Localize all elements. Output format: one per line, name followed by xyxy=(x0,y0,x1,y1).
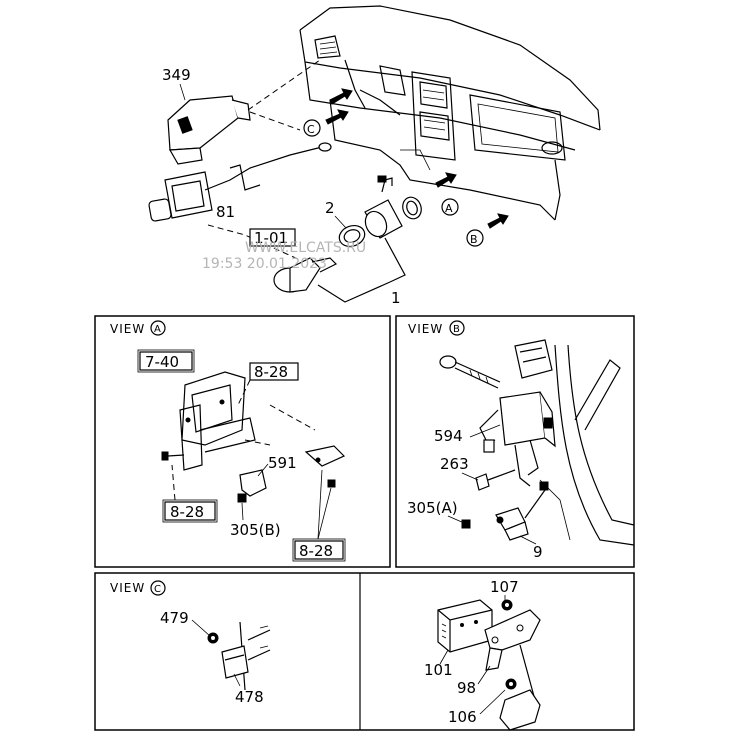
svg-text:A: A xyxy=(154,324,161,335)
panel-view-b: VIEW B xyxy=(395,315,635,568)
part-349-switch xyxy=(167,59,321,165)
svg-text:B: B xyxy=(453,324,460,335)
svg-text:106: 106 xyxy=(448,708,477,726)
svg-text:VIEW: VIEW xyxy=(110,322,145,336)
bottom-panel-frame xyxy=(94,572,635,731)
view-c-marker: C xyxy=(303,109,349,137)
svg-text:B: B xyxy=(470,233,478,246)
part-81-knob xyxy=(148,142,332,222)
callout-594: 594 xyxy=(434,427,463,445)
callout-305a: 305(A) xyxy=(407,499,458,517)
watermark-site: WWW.ELCATS.RU xyxy=(245,240,366,256)
ref-box-1-01: 1-01 xyxy=(249,228,296,247)
callout-81: 81 xyxy=(216,203,235,221)
dashboard-outline xyxy=(299,5,601,221)
svg-text:305(B): 305(B) xyxy=(230,521,281,539)
svg-text:8-28: 8-28 xyxy=(254,363,288,381)
callout-2: 2 xyxy=(325,199,335,217)
watermark-stamp: 19:53 20.01.2023 xyxy=(202,256,327,272)
callout-9: 9 xyxy=(533,543,543,561)
svg-text:VIEW: VIEW xyxy=(408,322,443,336)
svg-text:107: 107 xyxy=(490,578,519,596)
panel-detail: 107 101 98 106 xyxy=(424,578,541,731)
part-9-bracket xyxy=(495,481,549,541)
svg-text:8-28: 8-28 xyxy=(299,542,333,560)
part-1-socket-assembly xyxy=(273,175,422,303)
svg-text:1-01: 1-01 xyxy=(254,229,288,247)
view-arrow-icon xyxy=(329,88,353,105)
svg-text:C: C xyxy=(307,123,315,136)
view-b-marker: B xyxy=(466,213,509,247)
svg-text:VIEW: VIEW xyxy=(110,581,145,595)
callout-263: 263 xyxy=(440,455,469,473)
svg-text:7-40: 7-40 xyxy=(145,353,179,371)
callout-1: 1 xyxy=(391,289,401,307)
bolt-263 xyxy=(475,473,490,491)
svg-text:479: 479 xyxy=(160,609,189,627)
svg-text:C: C xyxy=(154,584,161,595)
panel-view-c: VIEW C 479 478 xyxy=(110,580,271,706)
nut-305a xyxy=(461,519,471,529)
view-a-marker: A xyxy=(435,172,459,216)
svg-text:A: A xyxy=(445,202,453,215)
svg-text:478: 478 xyxy=(235,688,264,706)
svg-text:98: 98 xyxy=(457,679,476,697)
callout-349: 349 xyxy=(162,66,191,84)
svg-text:101: 101 xyxy=(424,661,453,679)
panel-view-a: VIEW A 7-40 8-28 591 8-28 xyxy=(94,315,391,568)
part-2-ring xyxy=(338,225,366,247)
svg-text:8-28: 8-28 xyxy=(170,503,204,521)
svg-text:591: 591 xyxy=(268,454,297,472)
